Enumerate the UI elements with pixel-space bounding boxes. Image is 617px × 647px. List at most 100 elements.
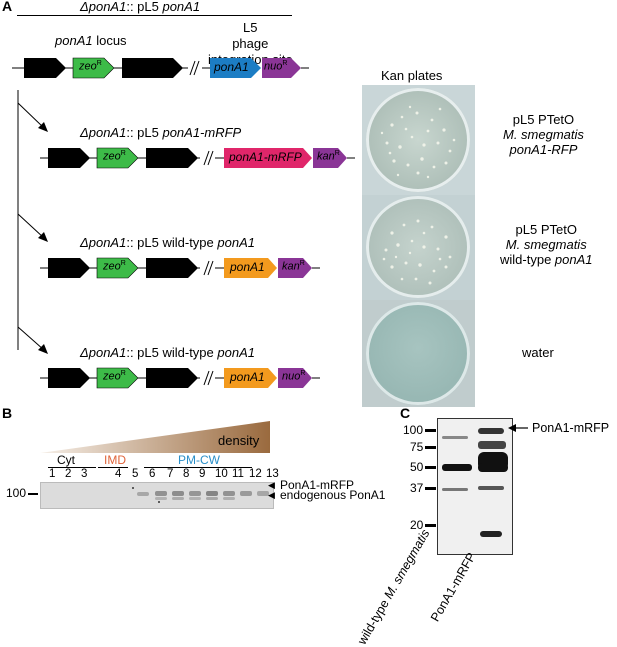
plate1-l1: pL5 PTetO (512, 112, 575, 127)
band-arrow-2: ◀ (268, 490, 275, 500)
gene-name-2: ponA1 (162, 0, 201, 14)
lane-10: 10 (215, 468, 228, 480)
lane-13: 13 (266, 468, 279, 480)
lane-8: 8 (183, 468, 190, 480)
marker-100-b: 100 (6, 486, 27, 500)
blot-c (437, 418, 513, 555)
row-wt-kan (40, 257, 320, 279)
plate1-l2: M. smegmatis (503, 127, 584, 142)
plate2-label: pL5 PTetO M. smegmatis wild-type ponA1 (500, 222, 593, 267)
c1-gene2: ponA1-mRFP (162, 125, 242, 140)
gel-bands-b (132, 487, 269, 503)
zeo-text: zeo (103, 150, 121, 163)
c1-gene: ponA1 (88, 125, 127, 140)
nuo-sup: R (282, 60, 288, 67)
plate3-label: water (522, 345, 554, 360)
ponA1-label-row0: ponA1 (214, 60, 249, 74)
colonies-2 (382, 219, 452, 285)
nuo-label-row0: nuoR (264, 60, 287, 73)
gene-name: ponA1 (88, 0, 127, 14)
lane-1: 1 (49, 468, 56, 480)
row-wt-nuo (40, 367, 320, 389)
lane-label-mrfp: PonA1-mRFP (428, 550, 479, 624)
lane-4: 4 (115, 468, 122, 480)
lane-3: 3 (81, 468, 88, 480)
kan-label-row2: kanR (282, 260, 305, 273)
zeo-sup: R (120, 370, 126, 377)
zeo-gene (72, 57, 115, 79)
nuo-text: nuo (282, 370, 301, 383)
zeo-text: zeo (103, 370, 121, 383)
marker-20-c: 20 (410, 518, 424, 532)
lane-7: 7 (167, 468, 174, 480)
black-gene-1 (24, 58, 66, 78)
density-label: density (218, 433, 260, 448)
title-mid: :: pL5 (126, 0, 163, 14)
tick-75 (425, 446, 436, 449)
plate2-l3b: ponA1 (554, 252, 593, 267)
plate1-label: pL5 PTetO M. smegmatis ponA1-RFP (503, 112, 584, 157)
group-line-pmcw (144, 467, 252, 468)
nuo-sup: R (300, 370, 306, 377)
ponA1-label-row2: ponA1 (230, 260, 265, 274)
zeo-label-row3: zeoR (103, 370, 126, 383)
colonies-1 (380, 105, 456, 179)
panel-b-letter: B (2, 405, 13, 421)
panel-a-letter: A (2, 0, 13, 14)
mrfp-label-row1: ponA1-mRFP (229, 150, 302, 164)
c3-delta: Δ (80, 345, 89, 360)
gel-strip-b (40, 482, 274, 509)
c2-gene2: ponA1 (217, 235, 255, 250)
kan-sup: R (299, 260, 305, 267)
c2-gene: ponA1 (88, 235, 127, 250)
zeo-text: zeo (103, 260, 121, 273)
zeo-sup: R (120, 150, 126, 157)
petri-dish-1 (366, 88, 470, 192)
lane-12: 12 (249, 468, 262, 480)
phage-line2: phage (232, 36, 269, 51)
zeo-text: zeo (79, 60, 97, 73)
construct3-title: ΔponA1:: pL5 wild-type ponA1 (80, 345, 255, 360)
plate2-l3a: wild-type (500, 252, 555, 267)
locus-row (12, 57, 309, 79)
ponA1-label-row3: ponA1 (230, 370, 265, 384)
c2-rest: :: pL5 wild-type (126, 235, 218, 250)
plate2-l1: pL5 PTetO (515, 222, 577, 237)
nuo-gene (262, 58, 301, 78)
panel-a-top-title: ΔponA1:: pL5 ponA1 (80, 0, 200, 14)
group-line-cyt (48, 467, 96, 468)
kan-text: kan (317, 150, 335, 163)
petri-dish-3 (366, 302, 470, 405)
band-label-c: PonA1-mRFP (532, 421, 610, 435)
title-underline (17, 15, 292, 16)
plate1-l3: ponA1-RFP (509, 142, 578, 157)
phage-line1: L5 (243, 20, 258, 35)
plates-title: Kan plates (381, 68, 443, 83)
kan-sup: R (334, 150, 340, 157)
petri-dish-2 (366, 196, 470, 298)
lane-label-wt: wild-type M. smegmatis (355, 527, 432, 647)
lane-5: 5 (132, 468, 139, 480)
panel-c-letter: C (400, 405, 411, 421)
c1-delta: Δ (80, 125, 89, 140)
tick-20 (425, 524, 436, 527)
c3-gene2: ponA1 (217, 345, 255, 360)
delta-symbol: Δ (80, 0, 89, 14)
nuo-label-row3: nuoR (282, 370, 305, 383)
marker-37-c: 37 (410, 481, 424, 495)
c3-rest: :: pL5 wild-type (126, 345, 218, 360)
c1-rest: :: pL5 (126, 125, 163, 140)
zeo-label-row0: zeoR (79, 60, 102, 73)
marker-100-c: 100 (403, 423, 424, 437)
zeo-sup: R (96, 60, 102, 67)
marker-tick-b (28, 493, 38, 495)
group-imd: IMD (104, 453, 126, 467)
locus-gene: ponA1 (55, 33, 93, 48)
lane-6: 6 (149, 468, 156, 480)
zeo-sup: R (120, 260, 126, 267)
blot-bands-c (442, 428, 508, 537)
lane-2: 2 (65, 468, 72, 480)
lane1-text: wild-type (355, 594, 394, 647)
construct1-title: ΔponA1:: pL5 ponA1-mRFP (80, 125, 241, 140)
kan-label-row1: kanR (317, 150, 340, 163)
